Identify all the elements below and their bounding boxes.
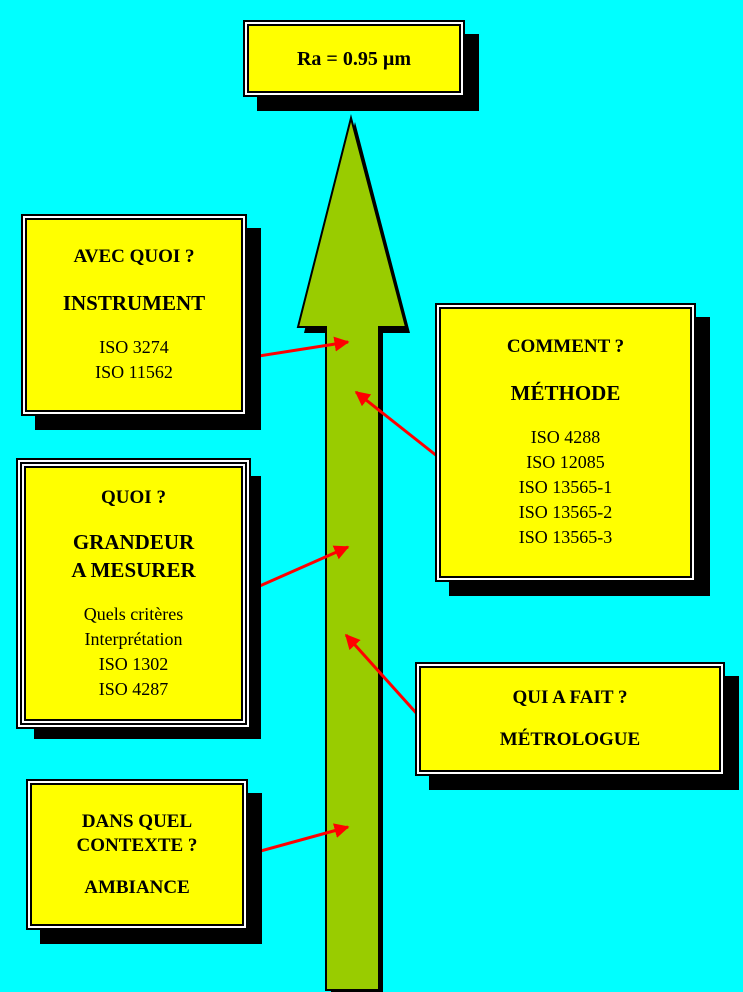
instrument-standard: ISO 3274 xyxy=(99,337,169,357)
methode-heading: COMMENT ? xyxy=(506,336,625,357)
metrologue-box: QUI A FAIT ? MÉTROLOGUE xyxy=(417,664,723,774)
grandeur-line: Quels critères xyxy=(83,603,184,624)
ambiance-title: AMBIANCE xyxy=(84,876,190,898)
connector-arrow-methode xyxy=(354,390,438,458)
connector-arrow-instrument xyxy=(245,336,350,360)
grandeur-line: ISO 4287 xyxy=(98,678,169,699)
connector-arrow-metrologue xyxy=(344,633,420,717)
metrologue-title: MÉTROLOGUE xyxy=(499,729,641,750)
grandeur-box: QUOI ? GRANDEUR A MESURER Quels critères… xyxy=(22,464,245,723)
main-upward-arrow xyxy=(296,114,408,991)
methode-standard: ISO 13565-3 xyxy=(518,527,613,547)
ambiance-box: DANS QUEL CONTEXTE ? AMBIANCE xyxy=(28,781,246,928)
instrument-standard: ISO 11562 xyxy=(95,362,173,382)
methode-title: MÉTHODE xyxy=(510,381,621,405)
grandeur-title: GRANDEUR xyxy=(72,529,195,554)
methode-standard: ISO 12085 xyxy=(526,452,605,472)
grandeur-heading: QUOI ? xyxy=(101,486,166,508)
ambiance-heading: DANS QUEL xyxy=(81,810,193,832)
connector-arrow-ambiance xyxy=(245,823,350,857)
result-value: Ra = 0.95 µm xyxy=(296,47,412,70)
instrument-title: INSTRUMENT xyxy=(62,291,206,315)
grandeur-line: Interprétation xyxy=(84,628,183,649)
methode-standard: ISO 4288 xyxy=(530,427,601,447)
instrument-box: AVEC QUOI ? INSTRUMENT ISO 3274 ISO 1156… xyxy=(23,216,245,414)
metrologue-heading: QUI A FAIT ? xyxy=(512,687,628,708)
connector-arrow-grandeur xyxy=(245,545,350,594)
result-box: Ra = 0.95 µm xyxy=(245,22,463,95)
methode-box: COMMENT ? MÉTHODE ISO 4288 ISO 12085 ISO… xyxy=(437,305,694,580)
methode-standard: ISO 13565-1 xyxy=(518,477,613,497)
instrument-heading: AVEC QUOI ? xyxy=(73,246,195,267)
grandeur-line: ISO 1302 xyxy=(98,653,169,674)
methode-standard: ISO 13565-2 xyxy=(518,502,613,522)
ambiance-heading: CONTEXTE ? xyxy=(76,834,198,856)
grandeur-title: A MESURER xyxy=(71,557,196,582)
